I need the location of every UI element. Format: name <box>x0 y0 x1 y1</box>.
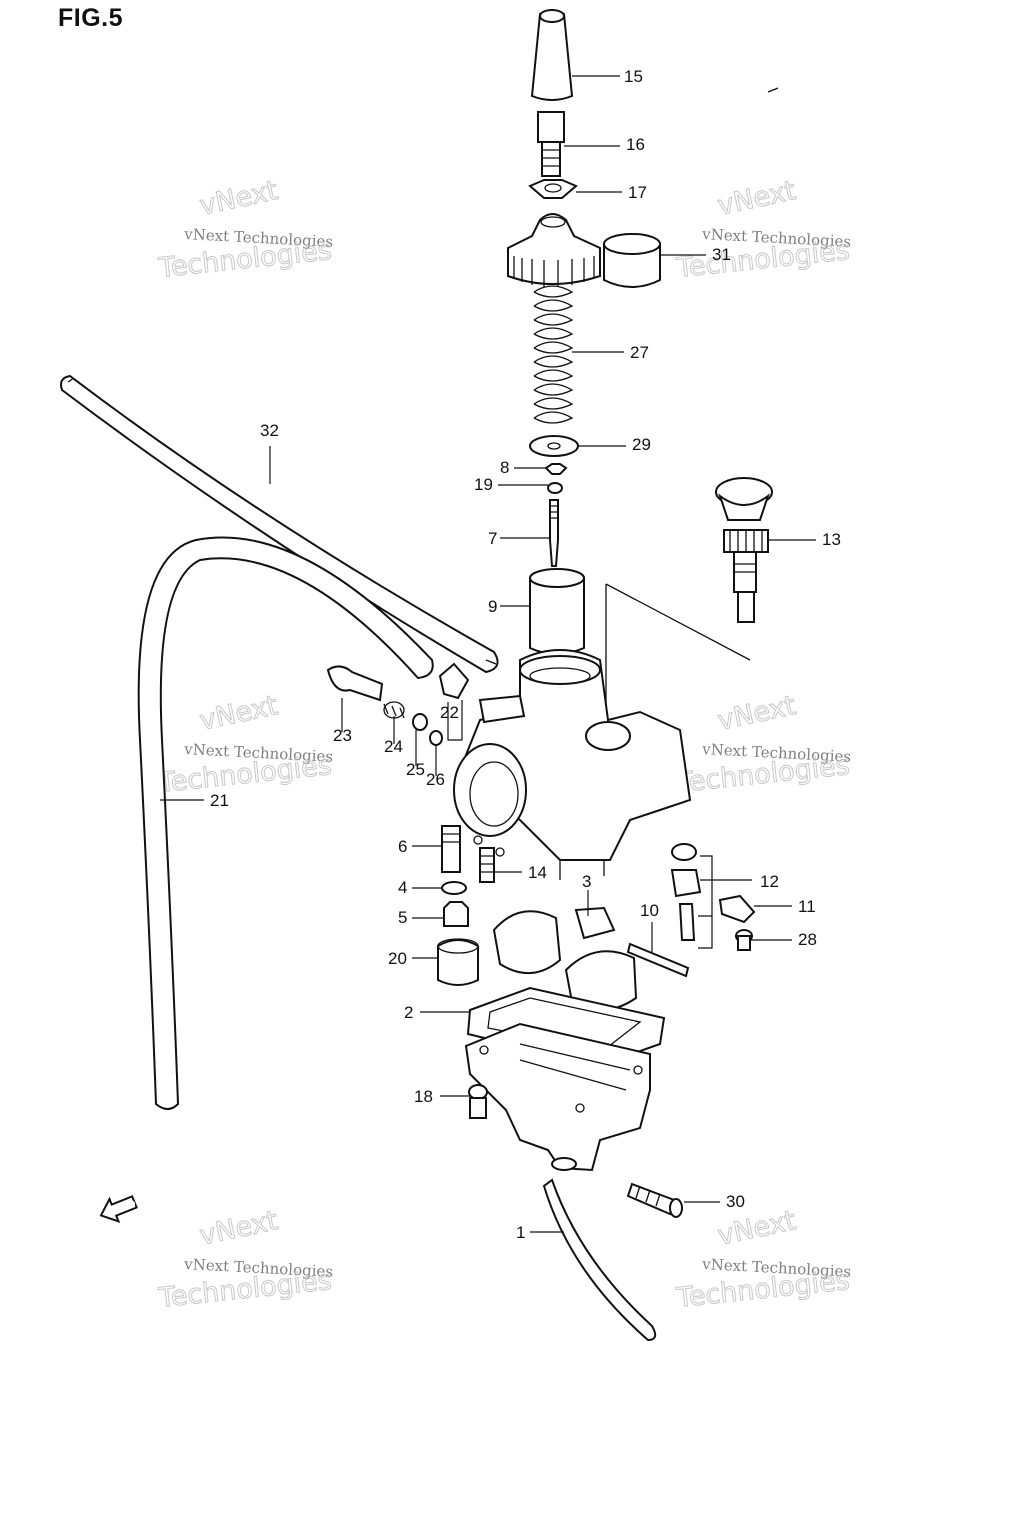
callout-8: 8 <box>500 458 509 477</box>
part-pilot-jet <box>479 847 495 883</box>
watermark-line2: vNext <box>715 690 799 737</box>
watermark-4: vNext vNext Technologies Technologies <box>674 690 852 800</box>
part-screw-28 <box>735 929 753 951</box>
callout-29: 29 <box>632 435 651 454</box>
callout-14: 14 <box>528 863 547 882</box>
callout-3: 3 <box>582 872 591 891</box>
part-throttle-valve <box>529 568 585 655</box>
part-retainer-plate <box>718 894 756 924</box>
part-hose-clip <box>438 662 470 700</box>
callout-7: 7 <box>488 529 497 548</box>
part-float-pin <box>626 942 690 978</box>
callout-6: 6 <box>398 837 407 856</box>
bracket-line <box>698 855 713 949</box>
callout-25: 25 <box>406 760 425 779</box>
callout-15: 15 <box>624 67 643 86</box>
callout-28: 28 <box>798 930 817 949</box>
callout-4: 4 <box>398 878 407 897</box>
fwd-arrow: FWD <box>99 1195 138 1223</box>
callout-13: 13 <box>822 530 841 549</box>
callout-31: 31 <box>712 245 731 264</box>
part-needle-jet <box>441 825 461 873</box>
callout-21: 21 <box>210 791 229 810</box>
figure-title: FIG.5 <box>58 4 124 32</box>
part-spring-seat <box>529 435 579 457</box>
callout-24: 24 <box>384 737 403 756</box>
watermark-line2: vNext <box>197 690 281 737</box>
part-jet-holder <box>437 938 479 986</box>
callout-9: 9 <box>488 597 497 616</box>
leader-lines <box>160 75 816 1233</box>
watermark-line2: vNext <box>715 175 799 222</box>
stray-mark <box>767 87 779 93</box>
part-cable-adjuster <box>537 111 565 177</box>
watermark-line2: vNext <box>197 175 281 222</box>
part-washer-4 <box>441 881 467 895</box>
watermark-2: vNext vNext Technologies Technologies <box>674 175 852 285</box>
watermark-line2: vNext <box>715 1205 799 1252</box>
part-lock-nut <box>528 179 578 199</box>
callout-30: 30 <box>726 1192 745 1211</box>
part-carburetor-body <box>453 649 692 880</box>
part-main-jet <box>443 901 469 927</box>
part-drain-screw <box>626 1182 683 1218</box>
callout-1: 1 <box>516 1223 525 1242</box>
watermark-5: vNext vNext Technologies Technologies <box>156 1205 334 1315</box>
callout-12: 12 <box>760 872 779 891</box>
callout-2: 2 <box>404 1003 413 1022</box>
callout-19: 19 <box>474 475 493 494</box>
callout-26: 26 <box>426 770 445 789</box>
part-throttle-spring <box>533 285 574 424</box>
guide-line <box>605 583 751 720</box>
part-jet-needle <box>549 499 559 567</box>
part-float-chamber <box>464 1022 651 1172</box>
part-overflow-hose <box>137 536 434 1110</box>
callout-11: 11 <box>798 897 816 916</box>
callout-23: 23 <box>333 726 352 745</box>
part-chamber-screw <box>468 1084 488 1119</box>
callout-32: 32 <box>260 421 279 440</box>
part-o-ring-26 <box>429 730 443 746</box>
part-o-ring-25 <box>412 713 428 731</box>
callout-17: 17 <box>628 183 647 202</box>
part-needle-clip <box>544 463 568 475</box>
watermark-6: vNext vNext Technologies Technologies <box>674 1205 852 1315</box>
watermark-line2: vNext <box>197 1205 281 1252</box>
part-washer <box>547 482 563 494</box>
callout-20: 20 <box>388 949 407 968</box>
part-starter-plunger <box>715 477 773 623</box>
callout-27: 27 <box>630 343 649 362</box>
part-pilot-screw <box>326 665 384 702</box>
callout-18: 18 <box>414 1087 433 1106</box>
part-float <box>492 906 638 1012</box>
part-cable-cap <box>530 9 574 101</box>
watermark-3: vNext vNext Technologies Technologies <box>156 690 334 800</box>
part-top-cap <box>507 213 601 287</box>
callout-10: 10 <box>640 901 659 920</box>
callout-16: 16 <box>626 135 645 154</box>
part-drain-hose <box>542 1178 657 1342</box>
watermark-1: vNext vNext Technologies Technologies <box>156 175 334 285</box>
callout-22: 22 <box>440 703 459 722</box>
part-air-screw-spring <box>383 701 405 719</box>
part-air-vent-hose <box>60 374 499 674</box>
part-cap-cover <box>603 233 661 288</box>
part-needle-valve-seat <box>670 843 702 941</box>
callout-5: 5 <box>398 908 407 927</box>
